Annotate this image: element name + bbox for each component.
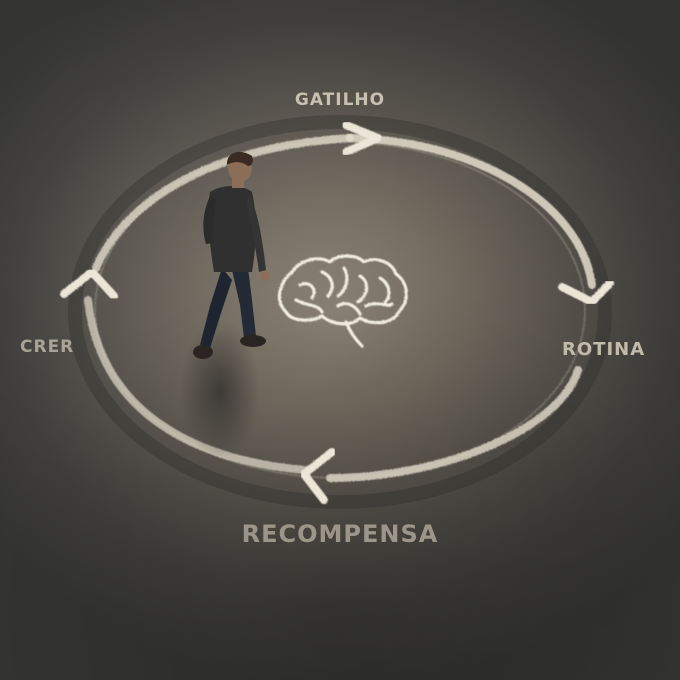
label-recompensa: RECOMPENSA (241, 520, 439, 548)
person-figure (193, 151, 270, 359)
label-crer: CRER (20, 337, 75, 357)
arrow-up-icon (60, 268, 118, 300)
loop-arc-bottom-right (326, 366, 582, 482)
arrow-right-icon (342, 121, 382, 156)
loop-inner-line (94, 141, 586, 479)
label-rotina: ROTINA (562, 339, 646, 360)
loop-outer-smudge (68, 115, 612, 509)
arrow-left-icon (300, 448, 336, 504)
brain-icon (277, 254, 408, 348)
arrow-down-icon (558, 279, 614, 306)
label-gatilho: GATILHO (294, 90, 386, 110)
loop-arc-top-right (346, 134, 596, 289)
